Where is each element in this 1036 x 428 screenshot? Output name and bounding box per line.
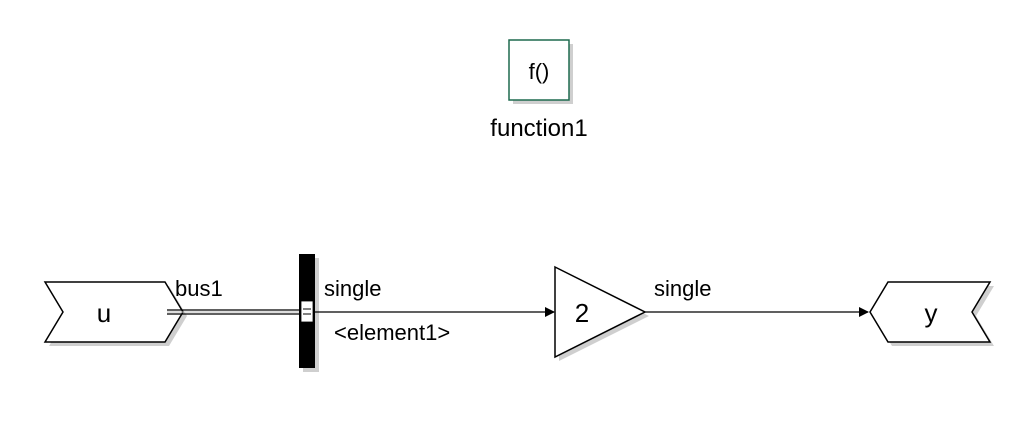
outport-label: y (925, 298, 938, 328)
bus-selector-block[interactable] (299, 254, 319, 372)
inport-icon (43, 281, 184, 343)
function-call-subsystem-icon (508, 39, 570, 101)
outport-y-block[interactable]: y (869, 281, 994, 346)
bus-signal-label[interactable]: bus1 (175, 276, 223, 301)
gain-block[interactable]: 2 (554, 265, 649, 361)
outport-icon (869, 281, 992, 343)
inport-u-block[interactable]: u (43, 281, 187, 346)
element-signal-type-label[interactable]: single (324, 276, 381, 301)
output-signal-type-label[interactable]: single (654, 276, 711, 301)
bus-selector-port-icon (300, 300, 314, 323)
function-block-name[interactable]: function1 (490, 115, 587, 142)
function-block[interactable]: f() function1 (490, 39, 588, 142)
gain-value: 2 (575, 298, 589, 328)
inport-label: u (97, 298, 111, 328)
gain-triangle-icon (554, 265, 647, 359)
bus-signal-line[interactable] (167, 309, 300, 315)
element-signal-name-label[interactable]: <element1> (334, 320, 450, 345)
function-block-text: f() (529, 59, 550, 84)
